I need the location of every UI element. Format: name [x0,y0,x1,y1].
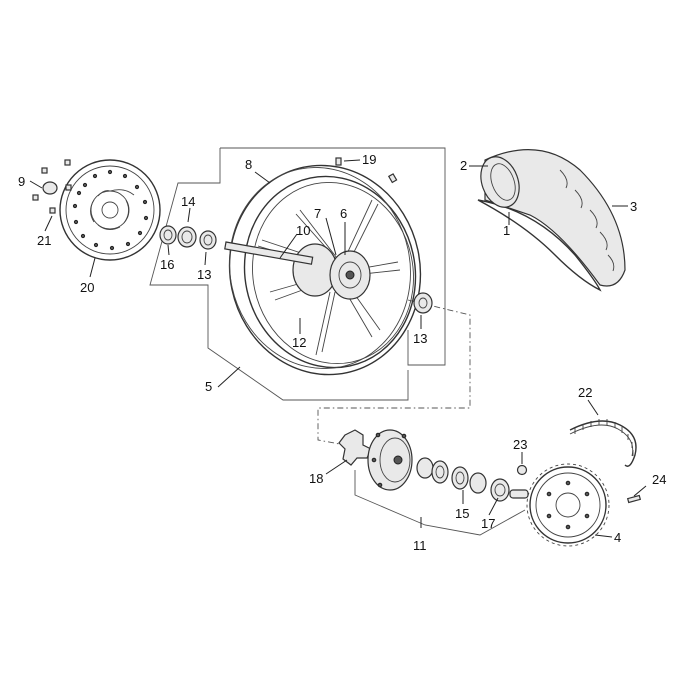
drive-chain [569,419,637,467]
callout-2: 2 [460,158,467,173]
sprocket-bolt [626,494,642,504]
left-spacer [159,225,177,245]
callout-14: 14 [181,194,195,209]
callout-labels: 1 2 3 4 5 6 7 8 9 10 11 12 13 13 14 15 1… [18,152,666,553]
valve-parts [335,157,398,184]
callout-11: 11 [413,538,427,553]
sprocket-hub [367,429,413,491]
right-bearing [413,292,433,314]
callout-22: 22 [578,385,592,400]
callout-15: 15 [455,506,469,521]
left-bearing [199,230,217,250]
left-bearing-seal [177,226,197,248]
callout-1: 1 [503,223,510,238]
callout-18: 18 [309,471,323,486]
brake-disc [59,159,161,261]
callout-7: 7 [314,206,321,221]
rear-sprocket [526,463,610,547]
wheel-hub [224,241,371,300]
callout-5: 5 [205,379,212,394]
wheel-assembly-outline [149,147,471,446]
callout-12: 12 [292,335,306,350]
leader-lines [29,159,647,538]
hub-assembly-outline [354,470,526,536]
callout-3: 3 [630,199,637,214]
callout-16: 16 [160,257,174,272]
callout-6: 6 [340,206,347,221]
hub-spacers [416,457,529,502]
callout-10: 10 [296,223,310,238]
callout-9: 9 [18,174,25,189]
callout-4: 4 [614,530,621,545]
tire [477,149,626,292]
callout-13-left: 13 [197,267,211,282]
callout-20: 20 [80,280,94,295]
inner-tube [480,156,520,208]
cush-drive [338,429,372,466]
callout-8: 8 [245,157,252,172]
callout-24: 24 [652,472,666,487]
callout-13-right: 13 [413,331,427,346]
wheel-rim [228,164,422,376]
callout-17: 17 [481,516,495,531]
disc-bolts [32,159,72,214]
callout-21: 21 [37,233,51,248]
callout-19: 19 [362,152,376,167]
callout-23: 23 [513,437,527,452]
